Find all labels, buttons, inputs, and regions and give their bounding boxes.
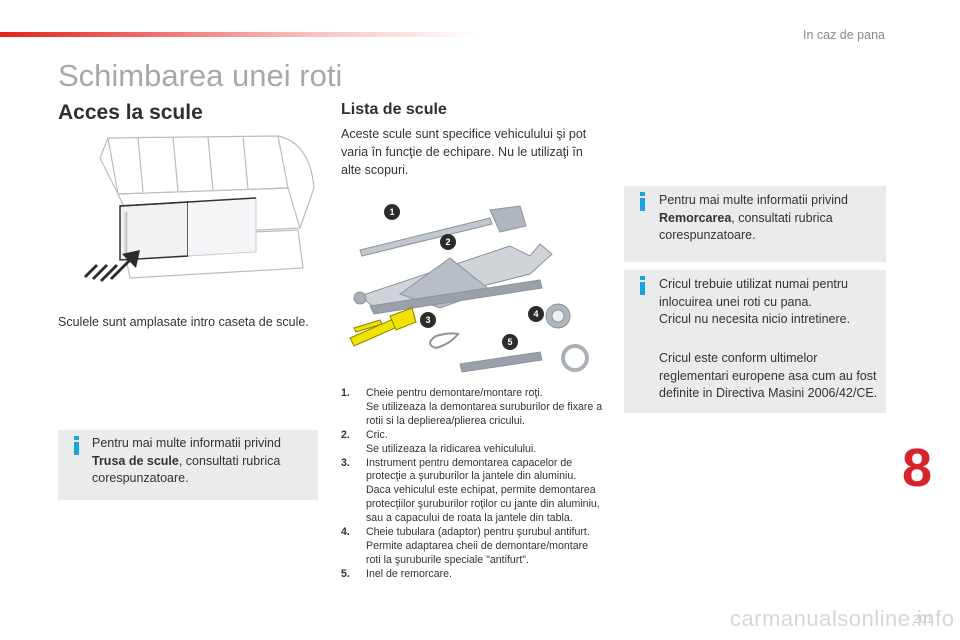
callout-5: 5 — [507, 337, 512, 347]
page-title: Schimbarea unei roti — [58, 58, 343, 93]
page-number: 201 — [913, 612, 934, 626]
callout-2: 2 — [445, 237, 450, 247]
tool-item-4: 4. Cheie tubulara (adaptor) pentru şurub… — [341, 526, 590, 566]
info-text: Pentru mai multe informatii privind Trus… — [92, 436, 281, 485]
heading-acces-la-scule: Acces la scule — [58, 101, 203, 124]
trunk-toolbox-illustration — [84, 135, 315, 282]
info-box-trusa-scule: Pentru mai multe informatii privind Trus… — [58, 430, 318, 500]
tool-item-2: 2. Cric. Se utilizeaza la ridicarea vehi… — [341, 428, 537, 455]
tool-item-5: 5. Inel de remorcare. — [341, 567, 452, 580]
info-text: Pentru mai multe informatii privind Remo… — [659, 193, 848, 242]
callout-4: 4 — [533, 309, 538, 319]
info-icon — [638, 276, 648, 296]
toolbox-caption: Sculele sunt amplasate intro caseta de s… — [58, 315, 309, 329]
heading-lista-de-scule: Lista de scule — [341, 101, 447, 118]
header-accent-bar — [0, 32, 480, 37]
info-box-cric: Cricul trebuie utilizat numai pentru inl… — [624, 270, 886, 413]
tool-item-3: 3. Instrument pentru demontarea capacelo… — [341, 456, 600, 525]
tools-illustration: 1 2 3 4 5 — [349, 204, 589, 373]
info-box-remorcarea: Pentru mai multe informatii privind Remo… — [624, 186, 886, 262]
info-icon — [72, 436, 82, 456]
callout-3: 3 — [425, 315, 430, 325]
arrow-icon — [84, 250, 140, 282]
tool-list: 1. Cheie pentru demontare/montare roţi. … — [341, 387, 603, 582]
callout-1: 1 — [389, 207, 394, 217]
info-text-regulation: Cricul este conform ultimelor reglementa… — [659, 351, 878, 400]
info-text-usage: Cricul trebuie utilizat numai pentru inl… — [659, 277, 848, 309]
tools-intro: Aceste scule sunt specifice vehiculului … — [341, 127, 587, 177]
info-icon — [638, 192, 648, 212]
section-label: In caz de pana — [802, 28, 885, 42]
info-text-maintenance: Cricul nu necesita nicio intretinere. — [659, 312, 851, 326]
tool-item-1: 1. Cheie pentru demontare/montare roţi. … — [341, 387, 603, 427]
chapter-number: 8 — [902, 438, 933, 498]
watermark: carmanualsonline.info — [730, 606, 955, 631]
